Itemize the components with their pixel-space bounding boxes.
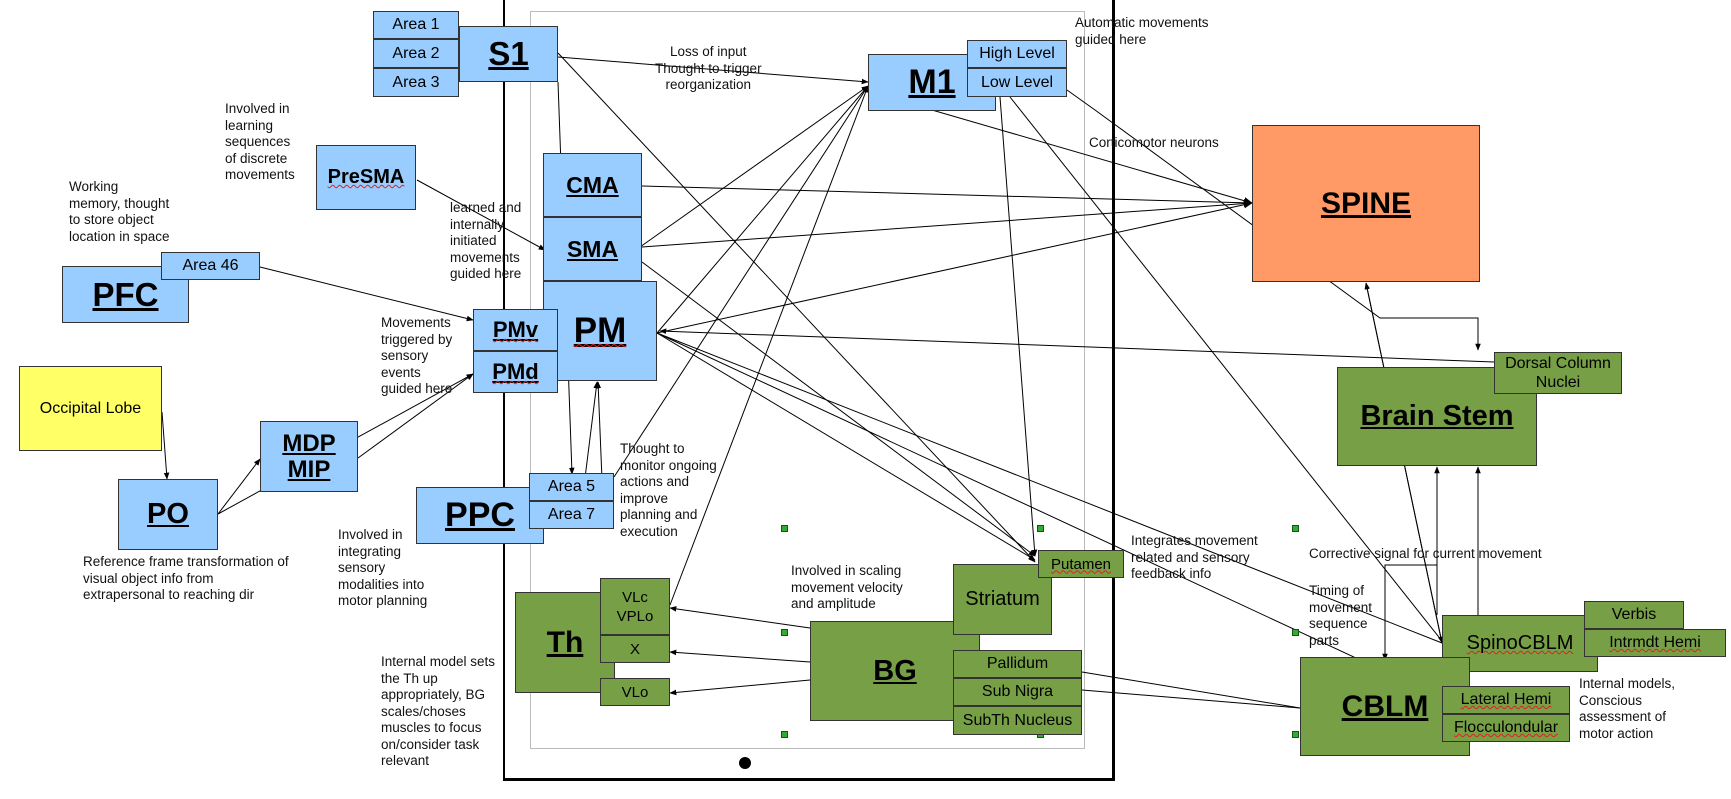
selection-handle[interactable] [781,525,788,532]
node-brain-stem[interactable]: Brain Stem [1337,367,1537,466]
page-anchor-dot [739,757,751,769]
arrow-sma-m1 [639,85,869,248]
arrow-pm-spine [656,201,1253,334]
node-pallidum[interactable]: Pallidum [953,650,1082,678]
arrow-m1-spine [931,109,1253,205]
selection-handle[interactable] [781,629,788,636]
note-reference-frame: Reference frame transformation of visual… [83,554,289,602]
selection-handle[interactable] [1292,731,1299,738]
arrow-mdp-pmd [357,373,474,459]
arrow-to-cblm [1382,564,1437,661]
arrow-m1-spinocblm [1009,96,1443,642]
node-s1[interactable]: S1 [459,26,558,82]
arrow-occipital-po [161,411,170,480]
arrow-presma-sma [416,179,546,251]
node-ppc[interactable]: PPC [416,487,544,544]
note-integrating-sensory: Involved in integrating sensory modaliti… [338,527,428,608]
arrow-po-mdp [217,458,261,515]
arrow-area5-pm [584,381,599,479]
node-low-level[interactable]: Low Level [967,68,1067,97]
selection-handle[interactable] [1037,525,1044,532]
note-thought-to-monitor: Thought to monitor ongoing actions and i… [620,441,717,539]
arrow-pm-spinocblm [656,332,1443,644]
note-learned-internally: learned and internally initiated movemen… [450,200,522,281]
note-automatic-movements: Automatic movements guided here [1075,15,1209,47]
arrow-area5-m1 [613,85,869,478]
arrow-lowlevel-putamen [999,96,1038,557]
arrow-pm-lateralhemi [656,332,1443,699]
node-th[interactable]: Th [515,592,615,693]
selection-handle[interactable] [1292,525,1299,532]
arrow-bg-vlc [669,606,811,629]
node-presma[interactable]: PreSMA [316,145,416,210]
node-flocculondular[interactable]: Flocculondular [1442,714,1570,742]
arrow-s1-m1 [557,56,869,85]
node-po[interactable]: PO [118,479,218,550]
note-internal-model-th: Internal model sets the Th up appropriat… [381,654,496,768]
arrow-lowlevel-dorsal [1066,89,1481,351]
note-loss-of-input: Loss of input Thought to trigger reorgan… [655,44,762,92]
arrow-s1-putamen [557,52,1036,563]
node-spine[interactable]: SPINE [1252,125,1480,282]
node-mdp-mip[interactable]: MDP MIP [260,421,358,492]
node-pm[interactable]: PM [543,281,657,381]
node-intrmdt-hemi[interactable]: Intrmdt Hemi [1584,629,1726,657]
arrow-cma-spine [641,185,1253,207]
node-vlc-vplo[interactable]: VLc VPLo [600,578,670,635]
node-subth-nucleus[interactable]: SubTh Nucleus [953,706,1082,735]
node-area3[interactable]: Area 3 [373,68,459,97]
arrow-vlc-m1 [669,85,869,606]
node-striatum[interactable]: Striatum [953,564,1052,635]
arrow-bg-x [669,649,811,663]
arrow-dorsal-pm [659,328,1495,363]
node-putamen[interactable]: Putamen [1038,550,1124,578]
node-lateral-hemi[interactable]: Lateral Hemi [1442,686,1570,714]
node-area2[interactable]: Area 2 [373,39,459,68]
arrow-sma-putamen [641,261,1036,557]
node-vlo[interactable]: VLo [600,678,670,706]
arrow-sma-spine [641,199,1253,248]
note-timing-of-movement: Timing of movement sequence parts [1309,583,1373,648]
node-x[interactable]: X [600,635,670,663]
node-pmd[interactable]: PMd [473,351,558,393]
node-high-level[interactable]: High Level [967,40,1067,68]
node-sub-nigra[interactable]: Sub Nigra [953,678,1082,706]
node-sma[interactable]: SMA [543,217,642,281]
note-learning-sequences: Involved in learning sequences of discre… [225,101,295,182]
note-movements-triggered: Movements triggered by sensory events gu… [381,315,453,396]
arrow-pallidum-cblm [1081,671,1301,709]
node-dorsal-column-nuclei[interactable]: Dorsal Column Nuclei [1494,352,1622,394]
note-internal-models: Internal models, Conscious assessment of… [1579,676,1676,741]
note-corrective-signal: Corrective signal for current movement [1309,546,1542,561]
node-area1[interactable]: Area 1 [373,11,459,39]
selection-handle[interactable] [1292,629,1299,636]
node-verbis[interactable]: Verbis [1584,601,1684,629]
note-working-memory: Working memory, thought to store object … [69,179,170,244]
node-cma[interactable]: CMA [543,153,642,217]
note-corticomotor-neurons: Corticomotor neurons [1089,135,1219,150]
arrow-subnigra-cblm [1081,689,1301,709]
node-pmv[interactable]: PMv [473,309,558,351]
arrow-bg-vlo [669,679,811,696]
arrow-pm-putamen [656,332,1036,561]
arrow-area46-pmv [259,266,474,322]
node-area7[interactable]: Area 7 [529,501,614,529]
arrow-pm-m1 [656,85,869,334]
selection-handle[interactable] [781,731,788,738]
node-occipital-lobe[interactable]: Occipital Lobe [19,366,162,451]
note-integrates-movement: Integrates movement related and sensory … [1131,533,1258,581]
note-scaling-movement: Involved in scaling movement velocity an… [791,563,903,611]
node-area46[interactable]: Area 46 [161,252,260,280]
node-area5[interactable]: Area 5 [529,473,614,501]
